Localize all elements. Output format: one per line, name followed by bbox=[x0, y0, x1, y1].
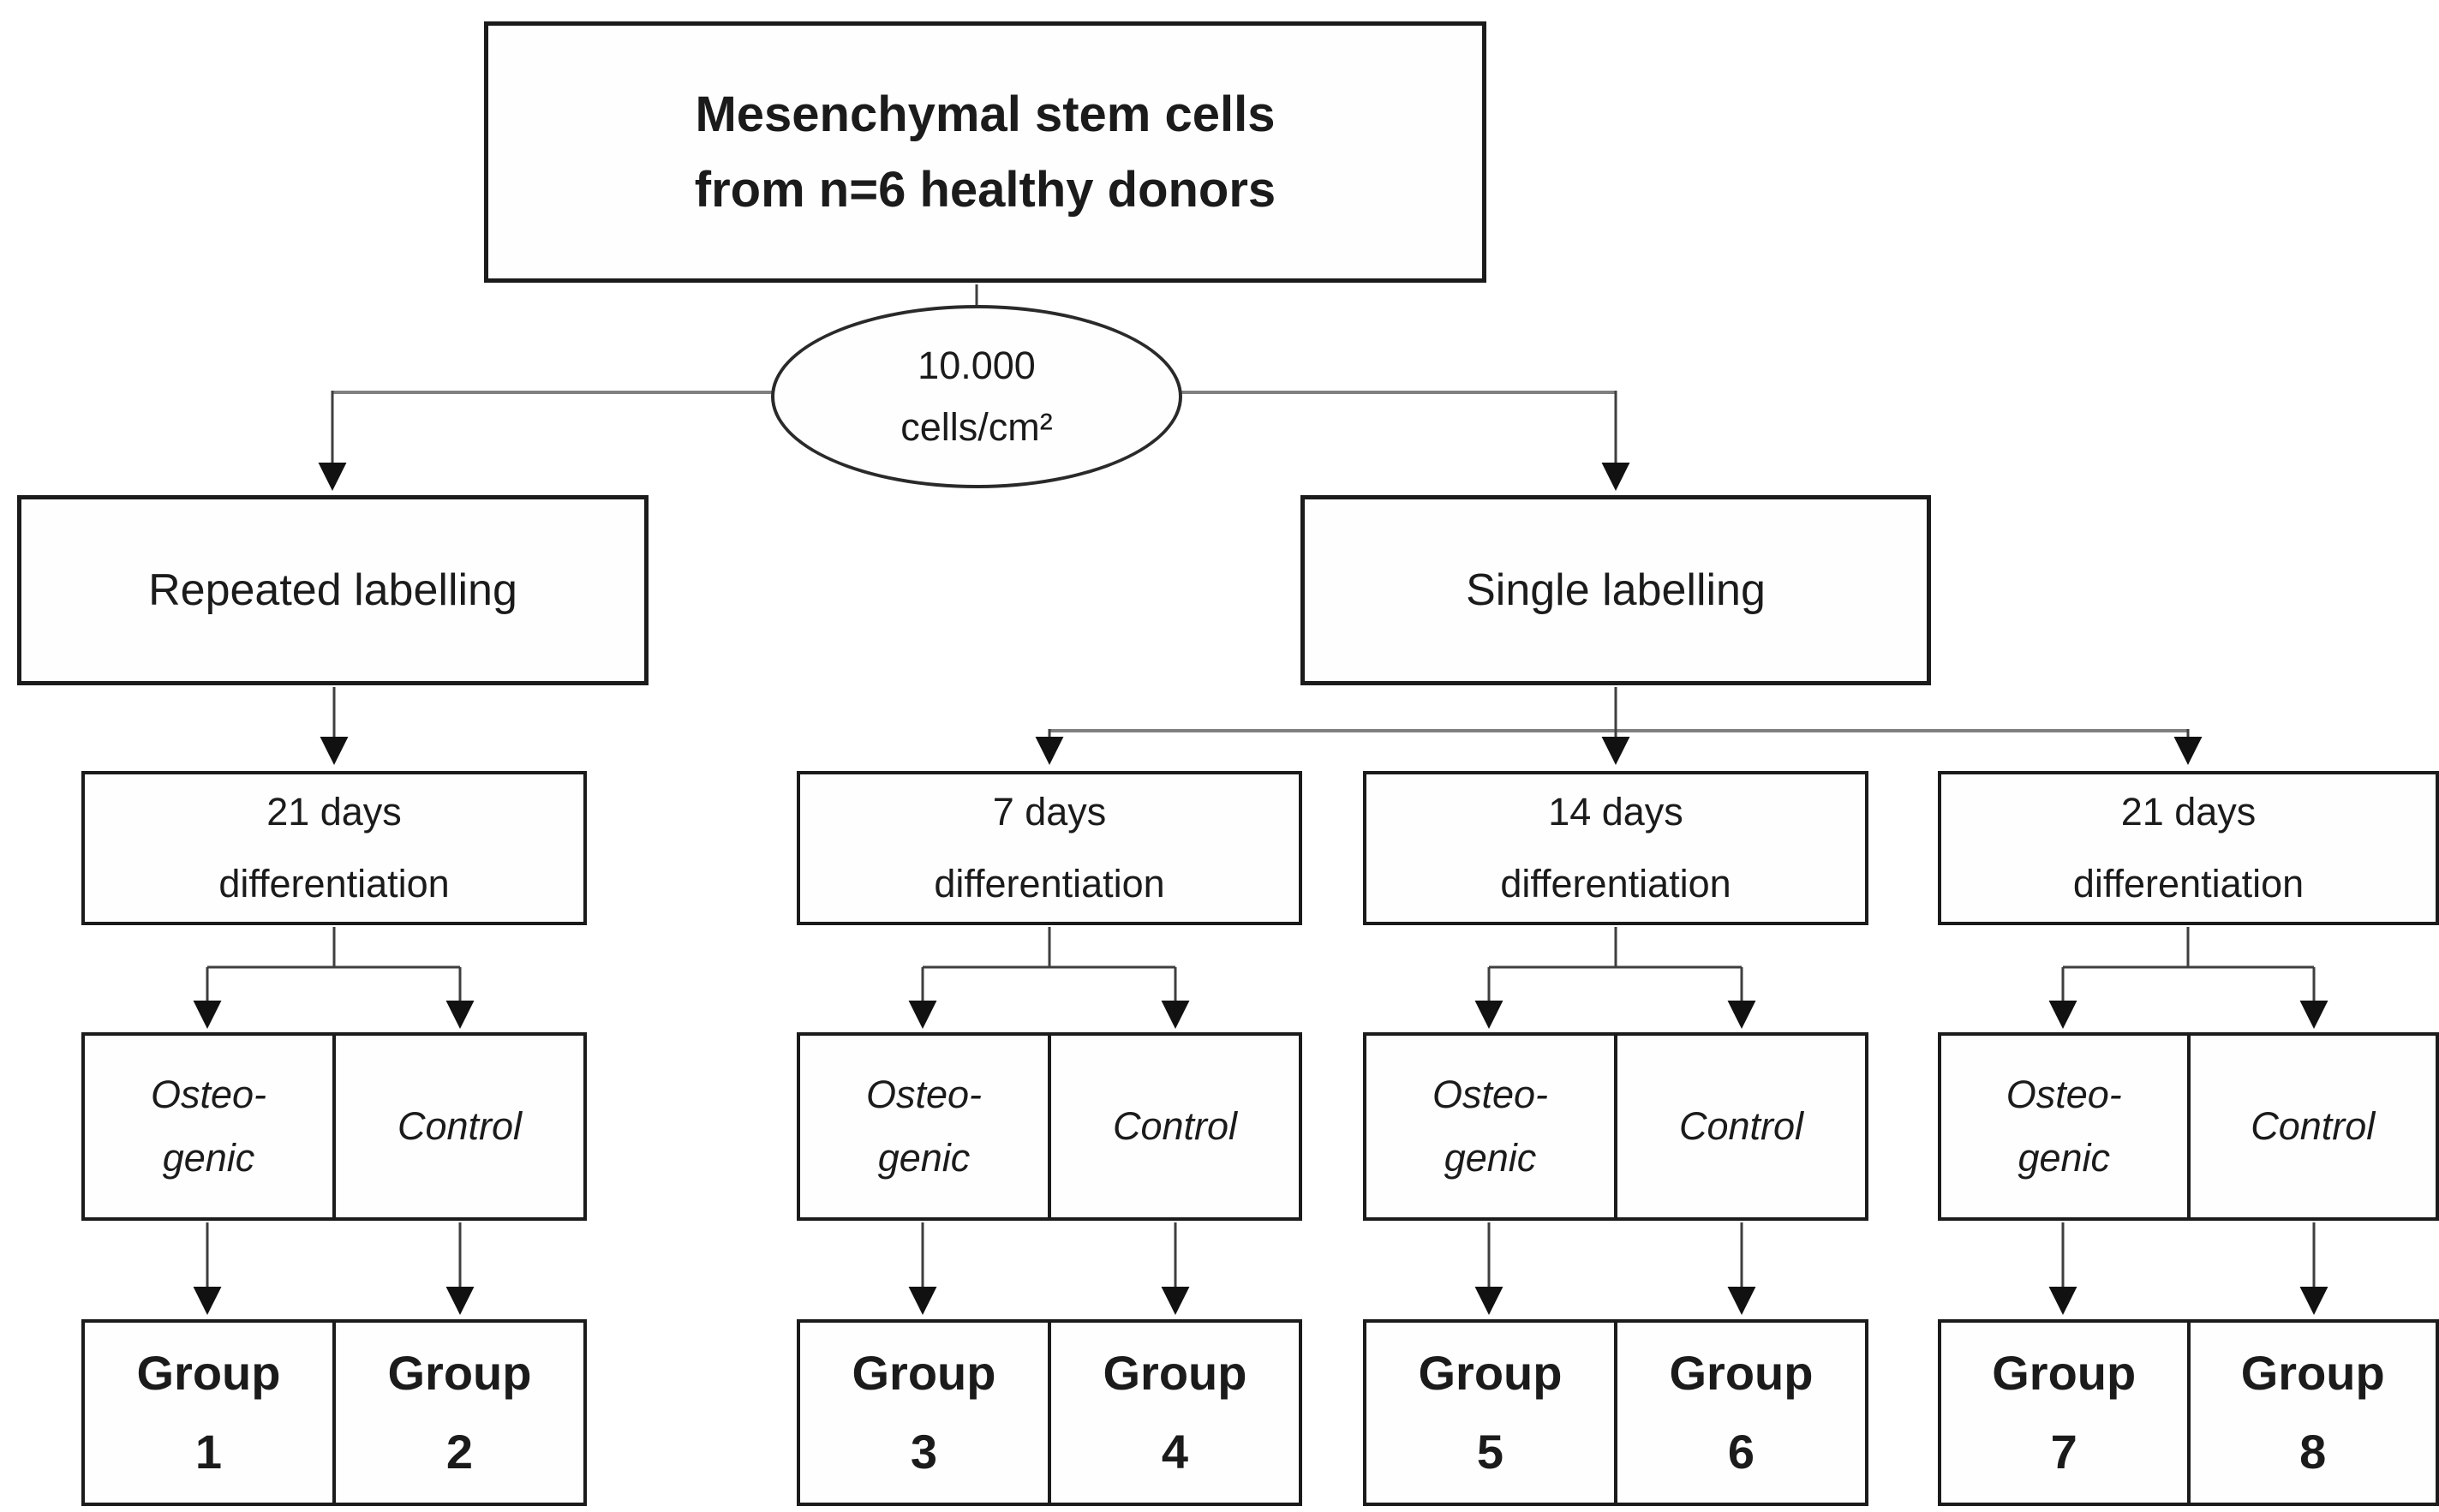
branch-repeated-labelling: Repeated labelling bbox=[17, 495, 649, 685]
group-pair: Group 3 Group 4 bbox=[797, 1319, 1302, 1506]
duration-box: 21 days differentiation bbox=[1938, 771, 2439, 925]
root-node: Mesenchymal stem cells from n=6 healthy … bbox=[484, 21, 1486, 283]
condition-label: Osteo- genic bbox=[2006, 1073, 2122, 1180]
condition-cell-osteogenic: Osteo- genic bbox=[1366, 1036, 1614, 1217]
group-label: Group 6 bbox=[1669, 1346, 1814, 1479]
root-label: Mesenchymal stem cells from n=6 healthy … bbox=[694, 86, 1276, 218]
group-cell: Group 3 bbox=[800, 1323, 1048, 1503]
group-label: Group 8 bbox=[2240, 1346, 2385, 1479]
condition-cell-osteogenic: Osteo- genic bbox=[800, 1036, 1048, 1217]
group-label: Group 5 bbox=[1418, 1346, 1563, 1479]
group-cell: Group 2 bbox=[332, 1323, 583, 1503]
group-cell: Group 6 bbox=[1614, 1323, 1865, 1503]
duration-label: 7 days differentiation bbox=[934, 790, 1165, 905]
condition-pair: Osteo- genic Control bbox=[1363, 1032, 1868, 1221]
branch-single-labelling: Single labelling bbox=[1300, 495, 1931, 685]
group-pair: Group 7 Group 8 bbox=[1938, 1319, 2439, 1506]
condition-label: Osteo- genic bbox=[1432, 1073, 1549, 1180]
condition-pair: Osteo- genic Control bbox=[1938, 1032, 2439, 1221]
duration-label: 21 days differentiation bbox=[2072, 790, 2304, 905]
duration-label: 21 days differentiation bbox=[218, 790, 450, 905]
group-pair: Group 5 Group 6 bbox=[1363, 1319, 1868, 1506]
condition-pair: Osteo- genic Control bbox=[81, 1032, 587, 1221]
group-label: Group 3 bbox=[852, 1346, 996, 1479]
condition-label: Control bbox=[2251, 1104, 2376, 1148]
condition-label: Osteo- genic bbox=[150, 1073, 267, 1180]
condition-label: Control bbox=[1112, 1104, 1238, 1148]
condition-cell-control: Control bbox=[1048, 1036, 1299, 1217]
condition-pair: Osteo- genic Control bbox=[797, 1032, 1302, 1221]
group-label: Group 4 bbox=[1103, 1346, 1247, 1479]
group-pair: Group 1 Group 2 bbox=[81, 1319, 587, 1506]
condition-cell-osteogenic: Osteo- genic bbox=[1941, 1036, 2187, 1217]
condition-label: Control bbox=[397, 1104, 523, 1148]
duration-box: 21 days differentiation bbox=[81, 771, 587, 925]
condition-label: Control bbox=[1678, 1104, 1804, 1148]
group-cell: Group 8 bbox=[2186, 1323, 2436, 1503]
duration-label: 14 days differentiation bbox=[1500, 790, 1731, 905]
condition-cell-control: Control bbox=[2186, 1036, 2436, 1217]
condition-cell-osteogenic: Osteo- genic bbox=[85, 1036, 332, 1217]
group-label: Group 2 bbox=[387, 1346, 532, 1479]
condition-cell-control: Control bbox=[1614, 1036, 1865, 1217]
condition-label: Osteo- genic bbox=[865, 1073, 983, 1180]
group-label: Group 7 bbox=[1992, 1346, 2137, 1479]
branch-repeated-label: Repeated labelling bbox=[148, 565, 517, 615]
condition-cell-control: Control bbox=[332, 1036, 583, 1217]
group-cell: Group 7 bbox=[1941, 1323, 2187, 1503]
duration-box: 14 days differentiation bbox=[1363, 771, 1868, 925]
group-cell: Group 5 bbox=[1366, 1323, 1614, 1503]
seeding-density-ellipse: 10.000 cells/cm² bbox=[771, 305, 1182, 488]
group-label: Group 1 bbox=[136, 1346, 281, 1479]
seeding-density-label: 10.000 cells/cm² bbox=[900, 344, 1053, 449]
group-cell: Group 4 bbox=[1048, 1323, 1299, 1503]
duration-box: 7 days differentiation bbox=[797, 771, 1302, 925]
group-cell: Group 1 bbox=[85, 1323, 332, 1503]
branch-single-label: Single labelling bbox=[1466, 565, 1766, 615]
